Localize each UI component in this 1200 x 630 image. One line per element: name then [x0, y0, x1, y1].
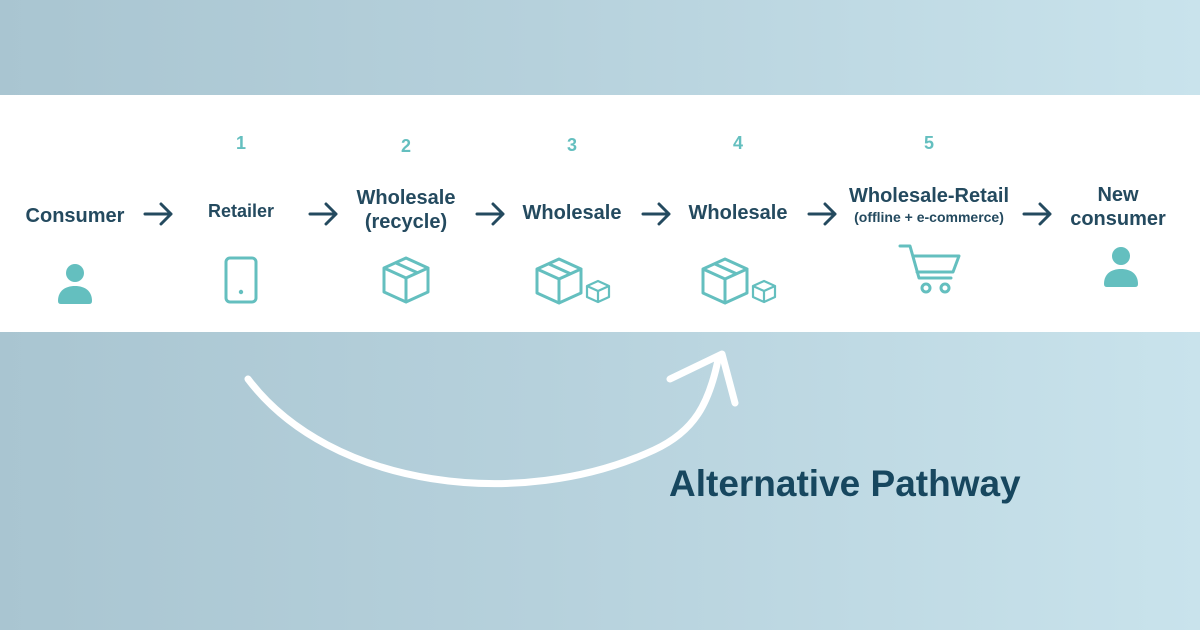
step-label-wholesale-3-text: Wholesale — [522, 202, 622, 224]
step-number-1: 1 — [235, 133, 247, 153]
step-sublabel-wholesale-retail: (offline + e-commerce) — [854, 209, 1004, 225]
box-icon — [382, 256, 430, 304]
step-label-wholesale-4-text: Wholesale — [688, 202, 788, 224]
step-number-2: 2 — [400, 136, 412, 156]
step-label-new-consumer-line2: consumer — [1070, 208, 1166, 230]
arrow-right-icon — [475, 202, 505, 226]
boxes-icon — [701, 257, 777, 305]
step-label-retailer-text: Retailer — [207, 201, 275, 221]
person-icon — [58, 264, 92, 304]
arrow-right-icon — [641, 202, 671, 226]
boxes-icon — [535, 257, 611, 305]
step-number-3: 3 — [566, 135, 578, 155]
step-label-wholesale-retail-text: Wholesale-Retail — [848, 185, 1010, 207]
step-label-new-consumer-line1: New — [1097, 184, 1139, 206]
pathway-title: Alternative Pathway — [669, 463, 1021, 504]
step-label-new-consumer: New consumer — [1070, 183, 1166, 231]
arrow-right-icon — [143, 202, 173, 226]
step-label-retailer: Retailer — [208, 201, 274, 223]
step-label-wholesale-recycle-line1: Wholesale — [356, 187, 456, 209]
step-number-4: 4 — [732, 133, 744, 153]
step-number-5: 5 — [923, 133, 935, 153]
person-icon — [1104, 247, 1138, 287]
step-label-wholesale-recycle-line2: (recycle) — [364, 211, 448, 233]
flow-band — [0, 95, 1200, 332]
step-label-consumer-text: Consumer — [25, 205, 125, 227]
phone-icon — [224, 256, 258, 304]
cart-icon — [898, 244, 961, 294]
step-label-wholesale-4: Wholesale — [689, 201, 788, 225]
arrow-right-icon — [1022, 202, 1052, 226]
step-label-wholesale-retail: Wholesale-Retail (offline + e-commerce) — [849, 184, 1009, 226]
arrow-right-icon — [807, 202, 837, 226]
step-label-consumer: Consumer — [26, 204, 125, 228]
step-label-wholesale-3: Wholesale — [523, 201, 622, 225]
step-label-wholesale-recycle: Wholesale (recycle) — [357, 186, 456, 234]
arrow-right-icon — [308, 202, 338, 226]
